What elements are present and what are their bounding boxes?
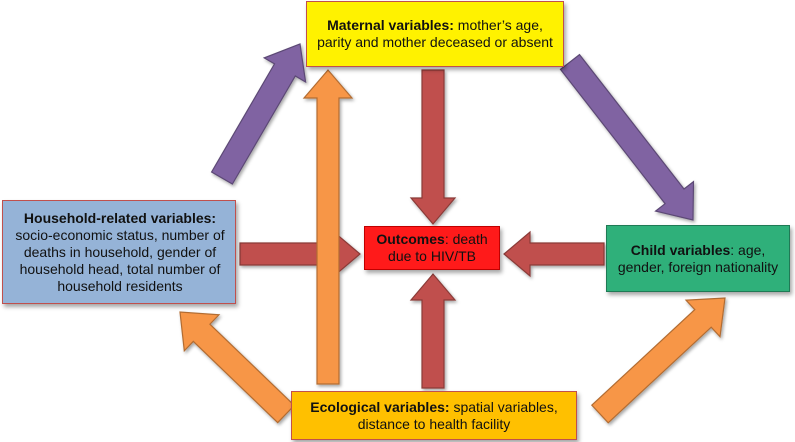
outcomes-title: Outcomes (376, 231, 445, 247)
maternal-text: mother’s age, parity and mother deceased… (317, 17, 553, 50)
outcomes-node: Outcomes: death due to HIV/TB (364, 226, 500, 270)
household-variables-node: Household-related variables: socio-econo… (2, 200, 236, 304)
maternal-title: Maternal variables: (327, 17, 454, 33)
arrow-maternal-to-outcomes (409, 69, 457, 225)
arrow-maternal-to-child (559, 53, 695, 221)
ecological-variables-node: Ecological variables: spatial variables,… (291, 391, 577, 440)
arrow-household-to-maternal (210, 43, 307, 185)
ecological-text: spatial variables, distance to health fa… (357, 398, 558, 432)
child-variables-node: Child variables: age, gender, foreign na… (606, 225, 790, 292)
outcomes-text: : death due to HIV/TB (388, 231, 488, 264)
household-title: Household-related variables: (23, 209, 217, 226)
arrow-ecological-to-outcomes (409, 273, 457, 389)
household-text: socio-economic status, number of deaths … (15, 226, 225, 294)
child-title: Child variables (630, 241, 731, 258)
arrow-household-to-outcomes (239, 230, 361, 278)
child-text: : age, gender, foreign nationality (617, 241, 779, 275)
arrow-ecological-to-household (179, 311, 296, 424)
arrow-ecological-to-maternal (302, 69, 354, 385)
arrow-ecological-to-child (590, 297, 726, 424)
ecological-title: Ecological variables: (310, 398, 450, 415)
maternal-variables-node: Maternal variables: mother’s age, parity… (306, 1, 564, 67)
arrow-child-to-outcomes (503, 230, 605, 278)
